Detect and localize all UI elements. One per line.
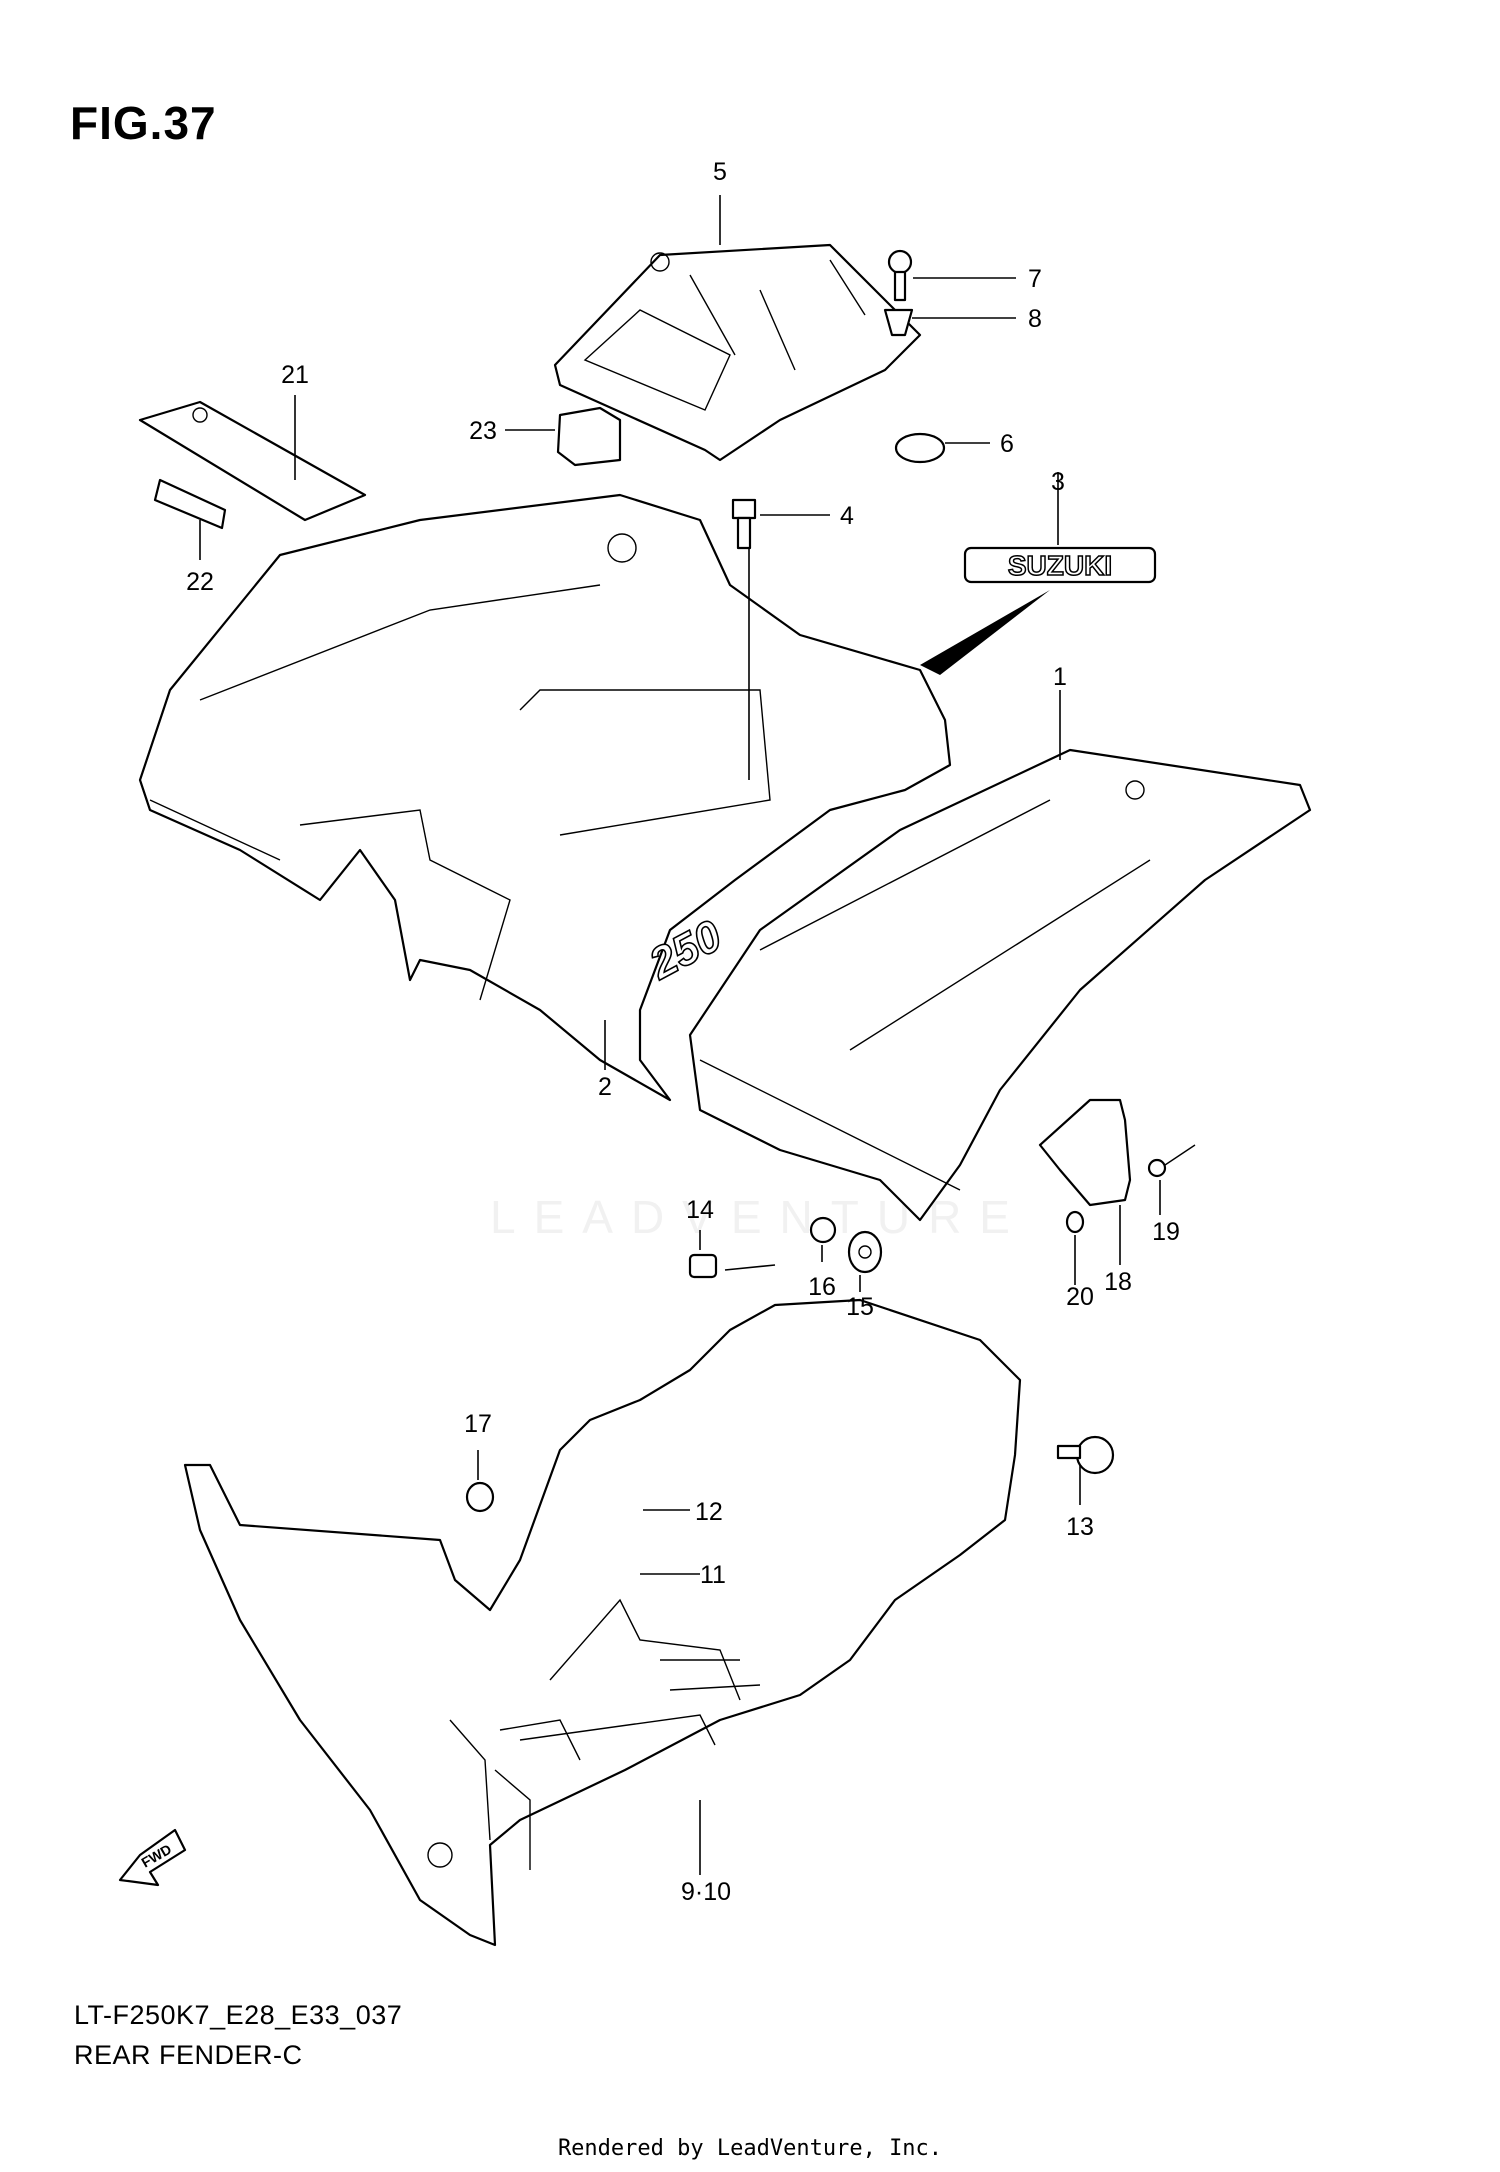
render-credit: Rendered by LeadVenture, Inc.	[557, 2136, 943, 2161]
callout-23: 23	[469, 417, 497, 445]
callout-18: 18	[1104, 1268, 1132, 1296]
part-23-pad[interactable]	[556, 406, 622, 467]
callout-4: 4	[840, 502, 854, 530]
callout-15: 15	[846, 1293, 874, 1321]
callout-11: 12	[695, 1498, 723, 1526]
part-14-screw[interactable]	[1056, 1435, 1115, 1475]
decal-text: SUZUKI	[1008, 550, 1112, 581]
part-8-nut[interactable]	[883, 308, 914, 337]
forward-direction-arrow: FWD	[118, 1828, 187, 1887]
callout-13: 14	[686, 1196, 714, 1224]
callout-12: 11	[700, 1561, 726, 1589]
part-6-cap[interactable]	[894, 432, 946, 464]
part-18-bracket[interactable]	[1038, 1098, 1132, 1207]
part-1-fender-flare[interactable]	[688, 748, 1312, 1222]
callout-3: 3	[1051, 468, 1065, 496]
diagram-code: LT-F250K7_E28_E33_037	[74, 2000, 403, 2030]
part-21-cover-plate[interactable]	[138, 400, 367, 522]
part-2-rear-fender[interactable]: 250	[138, 493, 952, 1102]
part-7-rivet[interactable]	[887, 249, 913, 302]
callout-16: 16	[808, 1273, 836, 1301]
callout-8: 8	[1028, 305, 1042, 333]
figure-title: FIG.37	[70, 97, 217, 149]
part-22-tube[interactable]	[153, 478, 227, 530]
callout-14: 13	[1066, 1513, 1094, 1541]
callout-17: 17	[464, 1410, 492, 1438]
callout-19: 19	[1152, 1218, 1180, 1246]
part-5-cover[interactable]	[553, 243, 922, 462]
callout-20: 20	[1066, 1283, 1094, 1311]
part-15-washer[interactable]	[847, 1230, 883, 1274]
callout-9-10: 9·10	[681, 1878, 731, 1906]
callout-5: 5	[713, 158, 727, 186]
callout-21: 21	[281, 361, 309, 389]
callout-1: 1	[1053, 663, 1067, 691]
leader-lines	[199, 195, 1161, 1875]
part-16-nut[interactable]	[809, 1216, 837, 1244]
diagram-subtitle: REAR FENDER-C	[74, 2040, 303, 2070]
part-3-suzuki-decal[interactable]: SUZUKI	[920, 546, 1157, 675]
part-19-bolt[interactable]	[1147, 1144, 1196, 1178]
part-17-washer[interactable]	[465, 1481, 495, 1513]
callout-7: 7	[1028, 265, 1042, 293]
part-9-10-footrest[interactable]	[183, 1298, 1022, 1947]
part-20-washer[interactable]	[1065, 1210, 1085, 1234]
part-4-bolt[interactable]	[731, 498, 757, 550]
callout-6: 6	[1000, 430, 1014, 458]
callout-2: 2	[598, 1073, 612, 1101]
part-13-clip[interactable]	[688, 1253, 718, 1279]
callout-22: 22	[186, 568, 214, 596]
